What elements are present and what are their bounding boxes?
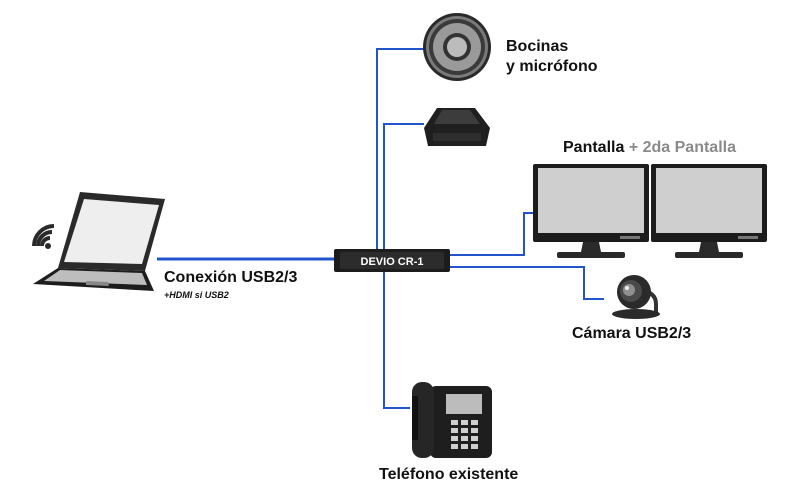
line-display (448, 212, 535, 256)
laptop-icon (32, 192, 165, 291)
speaker-icon (423, 13, 491, 81)
device-label: DEVIO CR-1 (361, 256, 424, 268)
speaker-label-line1: Bocinas (506, 38, 569, 55)
line-phone (383, 270, 410, 409)
connection-lines (157, 48, 604, 409)
connection-label: Conexión USB2/3 (164, 269, 298, 286)
microphone-puck-icon (424, 108, 490, 146)
display-label: Pantalla + 2da Pantalla (563, 139, 736, 157)
monitor-primary-icon (533, 164, 649, 258)
speaker-label-line2: y micrófono (506, 58, 598, 75)
speaker-label: Bocinas y micrófono (506, 37, 598, 77)
connection-note: +HDMI si USB2 (164, 290, 229, 300)
monitor-secondary-icon (651, 164, 767, 258)
telephone-icon (412, 382, 492, 458)
display-label-primary: Pantalla (563, 139, 625, 156)
display-label-secondary: + 2da Pantalla (628, 139, 736, 156)
phone-label: Teléfono existente (379, 466, 519, 483)
line-speaker-top (376, 48, 424, 250)
line-speaker-puck (383, 123, 424, 250)
camera-label: Cámara USB2/3 (572, 325, 692, 342)
webcam-icon (612, 275, 660, 319)
line-camera (448, 266, 604, 300)
devio-hub: DEVIO CR-1 (334, 249, 450, 272)
